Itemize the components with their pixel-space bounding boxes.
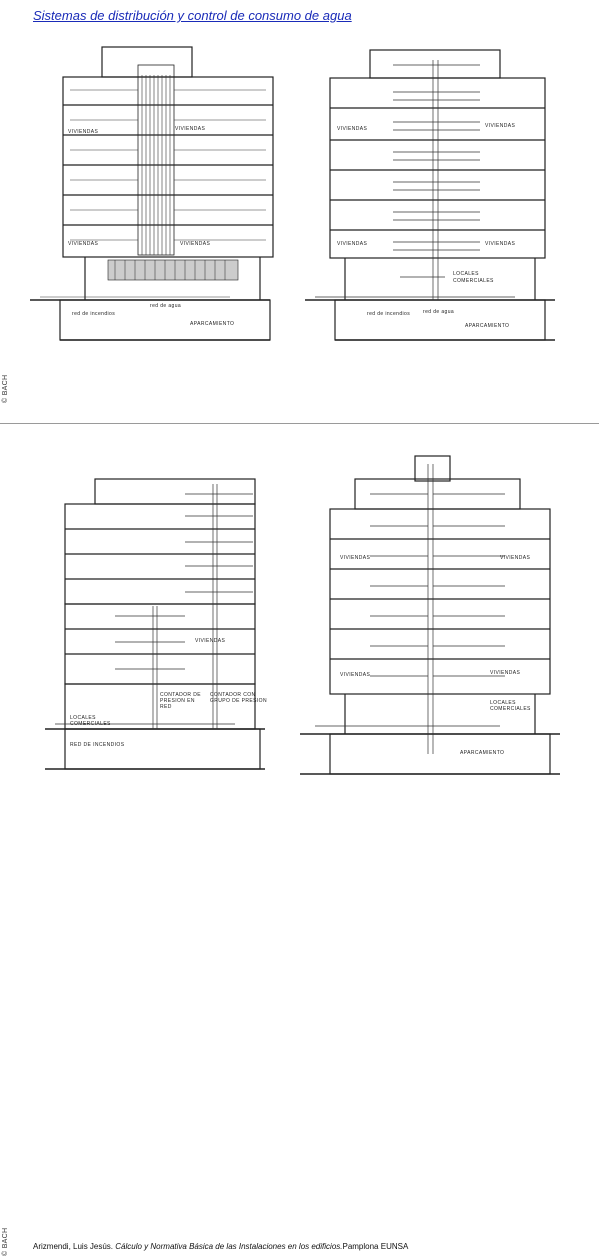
- label-viviendas: VIVIENDAS: [490, 670, 521, 676]
- label-contador-red-1: CONTADOR DE: [160, 692, 201, 698]
- label-contador-grupo-2: GRUPO DE PRESION: [210, 698, 267, 704]
- label-aparcamiento: APARCAMIENTO: [460, 750, 504, 756]
- label-red-incendios: red de incendios: [72, 311, 115, 317]
- label-viviendas: VIVIENDAS: [68, 129, 99, 135]
- label-viviendas: VIVIENDAS: [340, 672, 371, 678]
- label-red-incendios: red de incendios: [367, 311, 410, 317]
- label-viviendas: VIVIENDAS: [337, 126, 368, 132]
- label-red-agua: red de agua: [423, 309, 454, 315]
- label-contador-red-3: RED: [160, 704, 172, 710]
- label-viviendas: VIVIENDAS: [195, 638, 226, 644]
- label-contador-grupo-1: CONTADOR CON: [210, 692, 256, 698]
- label-viviendas: VIVIENDAS: [180, 241, 211, 247]
- citation-author: Arizmendi, Luis Jesús.: [33, 1242, 116, 1251]
- copyright-bottom: © BACH: [2, 1227, 9, 1256]
- label-red-incendios: RED DE INCENDIOS: [70, 742, 125, 748]
- label-aparcamiento: APARCAMIENTO: [465, 323, 509, 329]
- building-section-bottom-left: VIVIENDAS LOCALES COMERCIALES RED DE INC…: [45, 478, 267, 770]
- citation-publisher: Pamplona EUNSA: [342, 1242, 409, 1251]
- citation-work: Cálculo y Normativa Básica de las Instal…: [115, 1242, 343, 1251]
- label-red-agua: red de agua: [150, 303, 181, 309]
- label-aparcamiento: APARCAMIENTO: [190, 321, 234, 327]
- label-viviendas: VIVIENDAS: [68, 241, 99, 247]
- label-comerciales: COMERCIALES: [490, 706, 531, 712]
- label-comerciales: COMERCIALES: [453, 278, 494, 284]
- slide-title: Sistemas de distribución y control de co…: [33, 8, 352, 23]
- building-section-top-left: VIVIENDAS VIVIENDAS VIVIENDAS VIVIENDAS …: [30, 46, 274, 341]
- label-viviendas: VIVIENDAS: [485, 123, 516, 129]
- label-locales: LOCALES: [453, 271, 479, 277]
- label-contador-red-2: PRESION EN: [160, 698, 195, 704]
- label-comerciales: COMERCIALES: [70, 721, 111, 727]
- label-viviendas: VIVIENDAS: [500, 555, 531, 561]
- slide-bottom: © BACH: [0, 424, 599, 1256]
- label-locales: LOCALES: [490, 700, 516, 706]
- label-locales: LOCALES: [70, 715, 96, 721]
- source-citation: Arizmendi, Luis Jesús. Cálculo y Normati…: [33, 1242, 408, 1251]
- building-section-bottom-right: VIVIENDAS VIVIENDAS VIVIENDAS VIVIENDAS …: [300, 455, 560, 775]
- label-viviendas: VIVIENDAS: [337, 241, 368, 247]
- copyright-top: © BACH: [2, 374, 9, 403]
- label-viviendas: VIVIENDAS: [340, 555, 371, 561]
- building-section-top-right: VIVIENDAS VIVIENDAS VIVIENDAS VIVIENDAS …: [305, 49, 555, 341]
- slide-top: Sistemas de distribución y control de co…: [0, 0, 599, 424]
- slide-divider: [0, 423, 599, 424]
- label-viviendas: VIVIENDAS: [175, 126, 206, 132]
- label-viviendas: VIVIENDAS: [485, 241, 516, 247]
